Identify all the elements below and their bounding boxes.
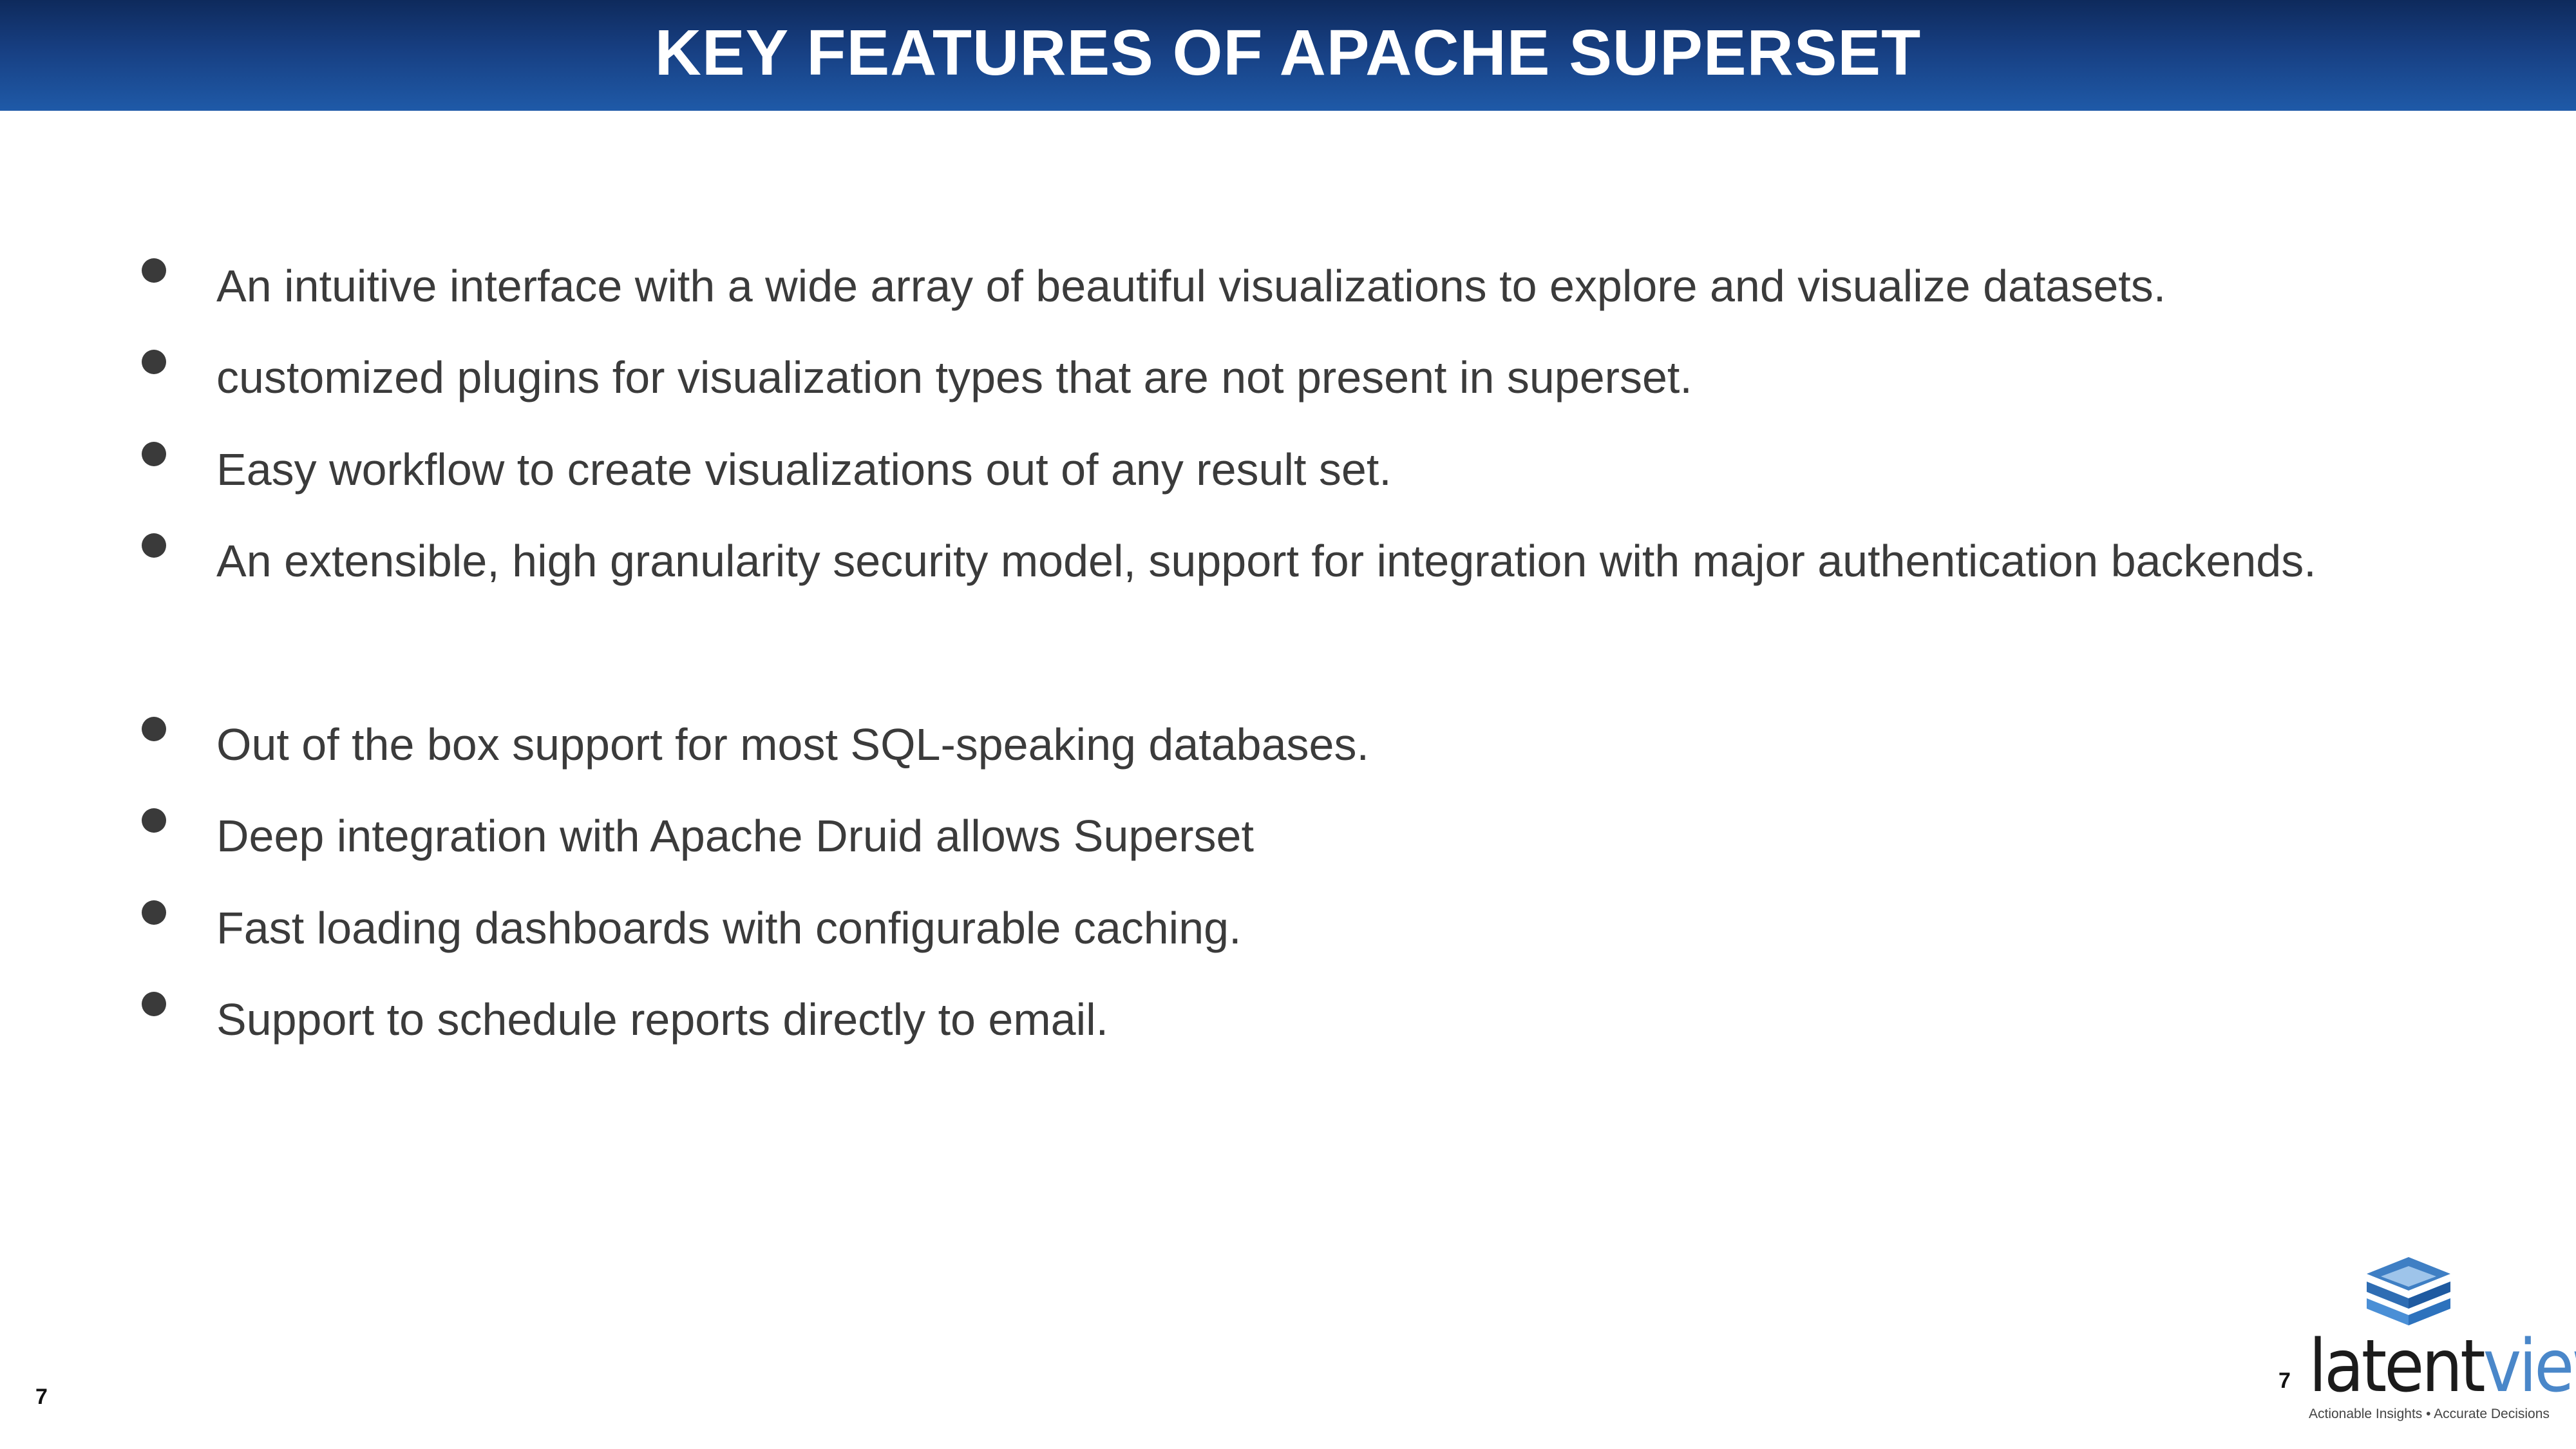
list-item-text: Fast loading dashboards with configurabl… <box>216 903 1242 953</box>
logo-word-latent: latent <box>2309 1325 2486 1408</box>
logo-wordmark: latentview <box>2309 1331 2576 1403</box>
page-number-footer: 7 <box>2278 1368 2291 1393</box>
list-item-text: Easy workflow to create visualizations o… <box>216 444 1392 495</box>
logo-word-view: view <box>2483 1325 2576 1408</box>
list-item-text: Out of the box support for most SQL-spea… <box>216 719 1369 770</box>
bullet-icon <box>142 533 166 558</box>
bullet-icon <box>142 717 166 741</box>
slide-title: KEY FEATURES OF APACHE SUPERSET <box>654 17 1922 89</box>
company-logo: latentview Actionable Insights • Accurat… <box>2309 1256 2576 1430</box>
bullet-icon <box>142 258 166 283</box>
list-item-text: Support to schedule reports directly to … <box>216 994 1109 1045</box>
stacked-layers-icon <box>2367 1257 2450 1325</box>
logo-tagline: Actionable Insights • Accurate Decisions <box>2309 1406 2550 1421</box>
header-bar <box>0 0 2576 111</box>
bullet-icon <box>142 442 166 466</box>
list-item-text: An extensible, high granularity security… <box>216 536 2316 586</box>
bullet-icon <box>142 350 166 374</box>
bullet-icon <box>142 808 166 833</box>
bullet-icon <box>142 992 166 1016</box>
page-number: 7 <box>35 1385 48 1409</box>
bullet-icon <box>142 900 166 925</box>
list-item-text: Deep integration with Apache Druid allow… <box>216 811 1254 861</box>
list-item-text: customized plugins for visualization typ… <box>216 352 1692 402</box>
list-item-text: An intuitive interface with a wide array… <box>216 261 2166 311</box>
